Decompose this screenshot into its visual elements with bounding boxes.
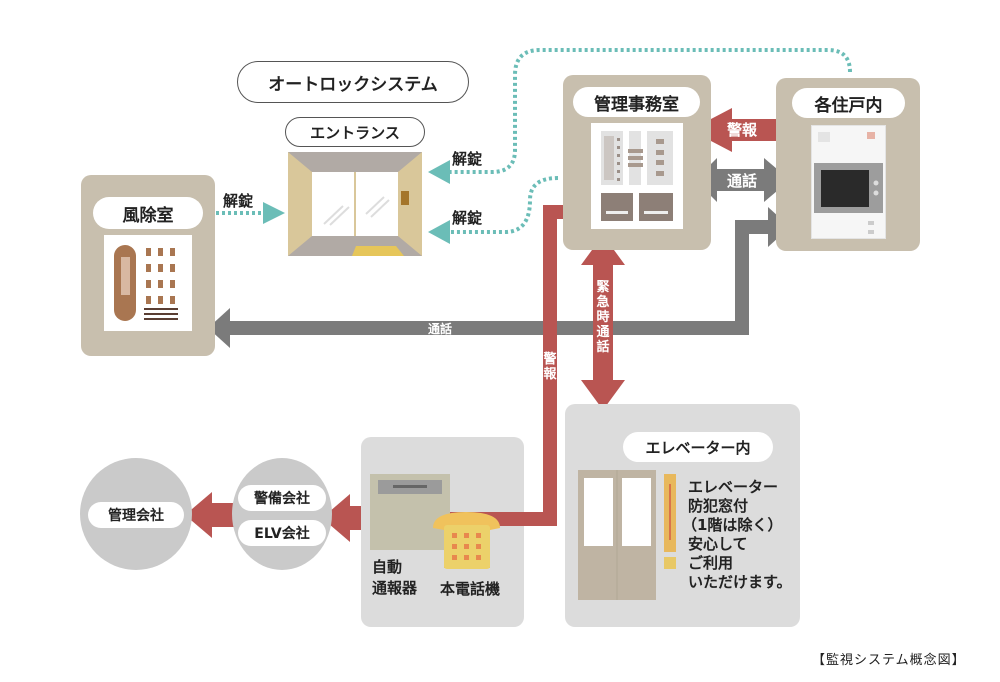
- intercom-keypad-icon: [114, 245, 178, 321]
- alarm-arrowhead-management-company: [185, 492, 212, 538]
- main-phone-label: 本電話機: [440, 580, 501, 598]
- elevator-description-line: 安心して: [688, 535, 748, 553]
- alarm-vertical-char: 警: [543, 352, 557, 367]
- alarm-arrow-companies-shaft: [208, 503, 236, 527]
- entrance-label: エントランス: [285, 117, 425, 147]
- emergency-call-char: 時: [596, 310, 610, 325]
- call-line-unit-to-windbreak: [228, 220, 775, 335]
- security-company-label: 警備会社: [238, 485, 326, 511]
- unlock-label-1: 解錠: [452, 150, 483, 168]
- call-label-office-unit: 通話: [727, 172, 758, 190]
- entrance-illustration: [288, 152, 422, 256]
- control-panel-icon: [601, 131, 673, 221]
- emergency-call-char: 急: [596, 295, 610, 310]
- video-monitor-icon: [814, 132, 883, 234]
- elevator-description-line: いただけます。: [688, 573, 792, 591]
- auto-reporter-icon: [370, 474, 450, 550]
- security-elv-circle: [232, 458, 332, 570]
- elevator-label: エレベーター内: [623, 432, 773, 462]
- call-label-unit-windbreak: 通話: [428, 322, 453, 336]
- unlock-line-office-to-entrance: [450, 176, 559, 234]
- alarm-vertical-label: 警 報: [543, 352, 557, 382]
- entrance-door-icon: [288, 152, 422, 256]
- unlock-label-2: 解錠: [452, 209, 483, 227]
- auto-reporter-label-line: 自動: [372, 558, 403, 576]
- elevator-description: エレベーター 防犯窓付 （1階は除く） 安心して ご利用 いただけます。: [682, 478, 792, 592]
- elevator-description-line: 防犯窓付: [688, 497, 749, 515]
- emergency-call-char: 通: [596, 325, 610, 340]
- management-office-label: 管理事務室: [573, 87, 700, 117]
- elevator-description-line: （1階は除く）: [682, 516, 783, 534]
- alarm-arrowhead-office: [690, 108, 732, 152]
- emergency-call-char: 話: [596, 340, 610, 355]
- emergency-call-char: 緊: [596, 280, 610, 295]
- alarm-arrowhead-companies: [322, 494, 350, 542]
- unlock-line-unit-to-entrance: [450, 48, 852, 174]
- intercom-panel-illustration: [104, 235, 192, 331]
- alarm-vertical-char: 報: [543, 367, 557, 382]
- elv-company-label: ELV会社: [238, 520, 326, 546]
- unlock-arrowhead-2: [428, 220, 450, 244]
- call-arrow-shaft: [715, 169, 765, 191]
- call-arrowhead-left: [208, 308, 230, 348]
- unlock-arrowhead-3: [263, 202, 285, 224]
- unlock-arrowhead-1: [428, 160, 450, 184]
- elevator-description-line: エレベーター: [688, 478, 779, 496]
- auto-reporter-label-line: 通報器: [372, 579, 418, 597]
- autolock-system-title: オートロックシステム: [237, 61, 469, 103]
- unlock-label-3: 解錠: [223, 192, 254, 210]
- elevator-door-illustration: [578, 470, 682, 600]
- control-panel-illustration: [591, 123, 683, 229]
- phone-icon: [433, 512, 500, 569]
- diagram-caption: 【監視システム概念図】: [812, 653, 966, 668]
- elevator-description-line: ご利用: [688, 554, 734, 572]
- video-intercom-illustration: [811, 125, 886, 239]
- emergency-arrowhead-up: [581, 235, 625, 265]
- emergency-arrowhead-down: [581, 380, 625, 410]
- windbreak-room-label: 風除室: [93, 197, 203, 229]
- management-company-label: 管理会社: [88, 502, 184, 528]
- each-unit-label: 各住戸内: [792, 88, 905, 118]
- alarm-label-unit-to-office: 警報: [727, 121, 758, 139]
- elevator-door-icon: [578, 470, 676, 600]
- emergency-call-label: 緊 急 時 通 話: [595, 280, 611, 355]
- emergency-call-shaft: [593, 262, 613, 392]
- auto-reporter-label: 自動 通報器: [372, 557, 417, 599]
